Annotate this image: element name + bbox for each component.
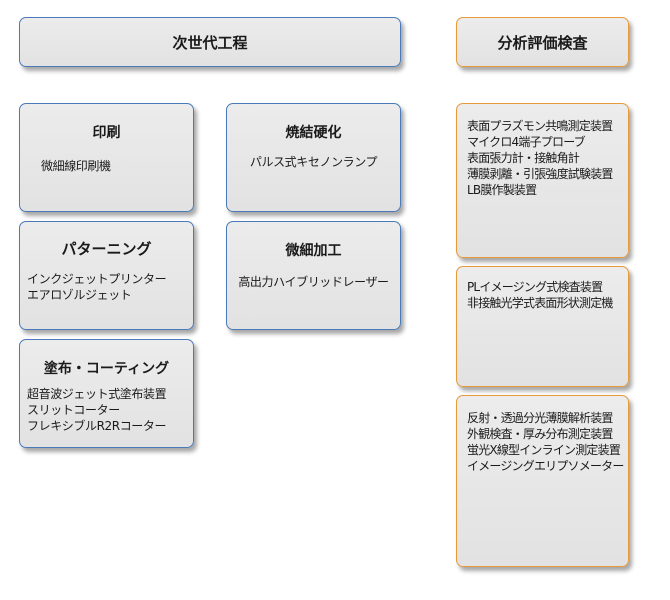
analysis-item: イメージングエリプソメーター <box>467 459 624 473</box>
process-body-micro-processing: 高出力ハイブリッドレーザー <box>227 274 400 290</box>
analysis-list-1: 表面プラズモン共鳴測定装置 マイクロ4端子プローブ 表面張力計・接触角計 薄膜剥… <box>457 118 628 198</box>
process-box-micro-processing: 微細加工 高出力ハイブリッドレーザー <box>226 221 401 330</box>
header-next-generation-process: 次世代工程 <box>19 17 401 67</box>
analysis-item: 非接触光学式表面形状測定機 <box>467 296 613 310</box>
process-line: インクジェットプリンター <box>27 272 167 286</box>
process-line: 高出力ハイブリッドレーザー <box>238 275 389 289</box>
process-line: 超音波ジェット式塗布装置 <box>27 387 167 401</box>
process-body-printing: 微細線印刷機 <box>20 158 193 174</box>
analysis-list-2: PLイメージング式検査装置 非接触光学式表面形状測定機 <box>457 279 628 311</box>
process-title-coating: 塗布・コーティング <box>43 361 170 377</box>
analysis-box-1: 表面プラズモン共鳴測定装置 マイクロ4端子プローブ 表面張力計・接触角計 薄膜剥… <box>456 103 629 258</box>
analysis-item: マイクロ4端子プローブ <box>467 135 586 149</box>
process-line: 微細線印刷機 <box>41 159 111 173</box>
analysis-item: 外観検査・厚み分布測定装置 <box>467 427 613 441</box>
analysis-item: LB膜作製装置 <box>467 183 537 197</box>
process-line: エアロゾルジェット <box>27 288 132 302</box>
analysis-box-3: 反射・透過分光薄膜解析装置 外観検査・厚み分布測定装置 蛍光X線型インライン測定… <box>456 395 629 567</box>
process-title-patterning: パターニング <box>61 240 152 258</box>
process-title-micro-processing: 微細加工 <box>285 243 342 259</box>
process-line: フレキシブルR2Rコーター <box>27 419 167 433</box>
header-analysis-evaluation-label: 分析評価検査 <box>497 33 588 52</box>
process-title-printing: 印刷 <box>92 125 121 141</box>
analysis-item: 表面張力計・接触角計 <box>467 151 580 165</box>
process-title-sintering: 焼結硬化 <box>285 125 342 141</box>
header-next-generation-process-label: 次世代工程 <box>172 33 248 52</box>
process-line: パルス式キセノンランプ <box>249 155 378 169</box>
process-line: スリットコーター <box>27 403 120 417</box>
process-body-sintering: パルス式キセノンランプ <box>227 154 400 170</box>
header-analysis-evaluation: 分析評価検査 <box>456 17 629 67</box>
analysis-item: PLイメージング式検査装置 <box>467 280 603 294</box>
process-body-coating: 超音波ジェット式塗布装置 スリットコーター フレキシブルR2Rコーター <box>20 386 193 434</box>
analysis-item: 表面プラズモン共鳴測定装置 <box>467 119 613 133</box>
analysis-item: 薄膜剥離・引張強度試験装置 <box>467 167 613 181</box>
process-box-sintering: 焼結硬化 パルス式キセノンランプ <box>226 103 401 212</box>
process-box-printing: 印刷 微細線印刷機 <box>19 103 194 212</box>
analysis-item: 蛍光X線型インライン測定装置 <box>467 443 621 457</box>
process-box-patterning: パターニング インクジェットプリンター エアロゾルジェット <box>19 221 194 330</box>
analysis-list-3: 反射・透過分光薄膜解析装置 外観検査・厚み分布測定装置 蛍光X線型インライン測定… <box>457 410 628 474</box>
analysis-box-2: PLイメージング式検査装置 非接触光学式表面形状測定機 <box>456 266 629 387</box>
analysis-item: 反射・透過分光薄膜解析装置 <box>467 411 613 425</box>
process-body-patterning: インクジェットプリンター エアロゾルジェット <box>20 271 193 303</box>
process-box-coating: 塗布・コーティング 超音波ジェット式塗布装置 スリットコーター フレキシブルR2… <box>19 339 194 448</box>
